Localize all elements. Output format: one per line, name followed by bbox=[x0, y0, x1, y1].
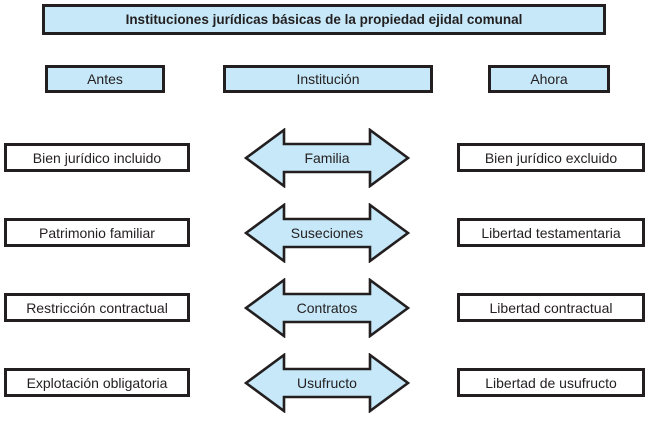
column-header-ahora: Ahora bbox=[488, 65, 610, 93]
before-label-box: Patrimonio familiar bbox=[4, 218, 190, 247]
institution-label: Contratos bbox=[297, 300, 358, 316]
left-right-arrow-icon: Usufructo bbox=[244, 353, 410, 413]
double-arrow: Suseciones bbox=[244, 203, 410, 263]
before-label-box: Explotación obligatoria bbox=[4, 368, 190, 397]
double-arrow: Familia bbox=[244, 128, 410, 188]
left-right-arrow-icon: Suseciones bbox=[244, 203, 410, 263]
left-right-arrow-icon: Contratos bbox=[244, 278, 410, 338]
left-right-arrow-icon: Familia bbox=[244, 128, 410, 188]
before-label-box: Bien jurídico incluido bbox=[4, 143, 190, 172]
now-label-box: Libertad de usufructo bbox=[457, 368, 645, 397]
institution-label: Familia bbox=[304, 150, 349, 166]
before-label-box: Restricción contractual bbox=[4, 293, 190, 322]
institution-label: Usufructo bbox=[297, 375, 357, 391]
now-label-box: Libertad testamentaria bbox=[457, 218, 645, 247]
institution-label: Suseciones bbox=[291, 225, 363, 241]
double-arrow: Contratos bbox=[244, 278, 410, 338]
column-header-institucion: Institución bbox=[223, 65, 433, 93]
now-label-box: Libertad contractual bbox=[457, 293, 645, 322]
diagram-title: Instituciones jurídicas básicas de la pr… bbox=[42, 4, 606, 35]
double-arrow: Usufructo bbox=[244, 353, 410, 413]
now-label-box: Bien jurídico excluido bbox=[457, 143, 645, 172]
column-header-antes: Antes bbox=[45, 65, 165, 93]
